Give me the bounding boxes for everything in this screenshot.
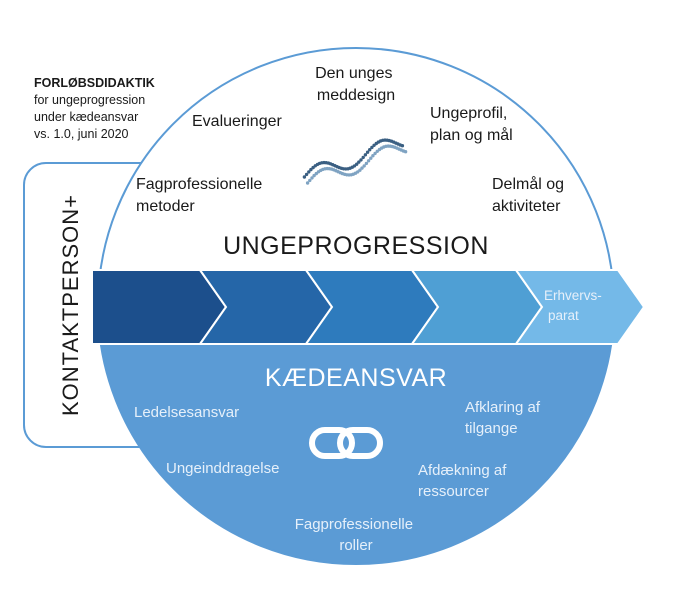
wave-dot (368, 148, 372, 152)
progression-arrow (91, 269, 646, 345)
wave-dot (371, 154, 375, 158)
bottom-item-ungeinddragelse: Ungeinddragelse (166, 460, 279, 477)
wave-dot (304, 172, 309, 177)
wave-dot (309, 167, 313, 172)
wave-dot (312, 173, 316, 178)
wave-dot (360, 166, 364, 170)
wave-dot (310, 176, 314, 180)
bottom-item-ledelsesansvar: Ledelsesansvar (134, 404, 239, 421)
header-line-1: for ungeprogression (34, 93, 145, 107)
wave-dot (403, 150, 408, 154)
header-line-2: under kædeansvar (34, 110, 138, 124)
wave-dot (370, 145, 374, 150)
top-item-delmaal: Delmål og aktiviteter (492, 175, 568, 215)
progression-wave-icon (302, 138, 408, 185)
wave-dot (363, 153, 368, 157)
bottom-title: KÆDEANSVAR (265, 364, 447, 392)
wave-dot (362, 164, 366, 168)
wave-dot (369, 156, 373, 160)
header-title: FORLØBSDIDAKTIK (34, 76, 155, 90)
arrow-segment-1 (91, 269, 228, 345)
chain-link-icon (309, 427, 383, 459)
arrow-segment-5 (514, 269, 646, 345)
arrow-final-label: Erhvervs- parat (544, 288, 606, 323)
wave-dot (307, 170, 311, 174)
top-item-metoder: Fagprofessionelle metoder (136, 176, 267, 215)
wave-dot (308, 178, 312, 183)
bottom-item-afklaring: Afklaring af tilgange (465, 399, 544, 437)
top-title: UNGEPROGRESSION (223, 232, 489, 260)
wave-dot (359, 158, 363, 162)
wave-dot (358, 168, 362, 172)
wave-dot (400, 144, 405, 148)
bottom-item-roller: Fagprofessionelle roller (295, 516, 418, 554)
wave-dot (366, 159, 371, 163)
wave-dot (365, 150, 370, 154)
top-item-meddesign: Den unges meddesign (315, 65, 397, 104)
wave-dot (302, 175, 307, 179)
top-item-ungeprofil: Ungeprofil, plan og mål (430, 105, 513, 144)
side-label: KONTAKTPERSON+ (58, 194, 83, 416)
wave-dot (357, 160, 361, 164)
bottom-item-afdaekning: Afdækning af ressourcer (418, 462, 511, 500)
wave-dot (361, 155, 365, 160)
wave-dot (364, 161, 369, 166)
wave-dot (373, 151, 377, 156)
wave-dot (355, 162, 359, 166)
top-item-evalueringer: Evalueringer (192, 113, 283, 130)
wave-dot (305, 181, 310, 185)
header-line-3: vs. 1.0, juni 2020 (34, 127, 129, 141)
